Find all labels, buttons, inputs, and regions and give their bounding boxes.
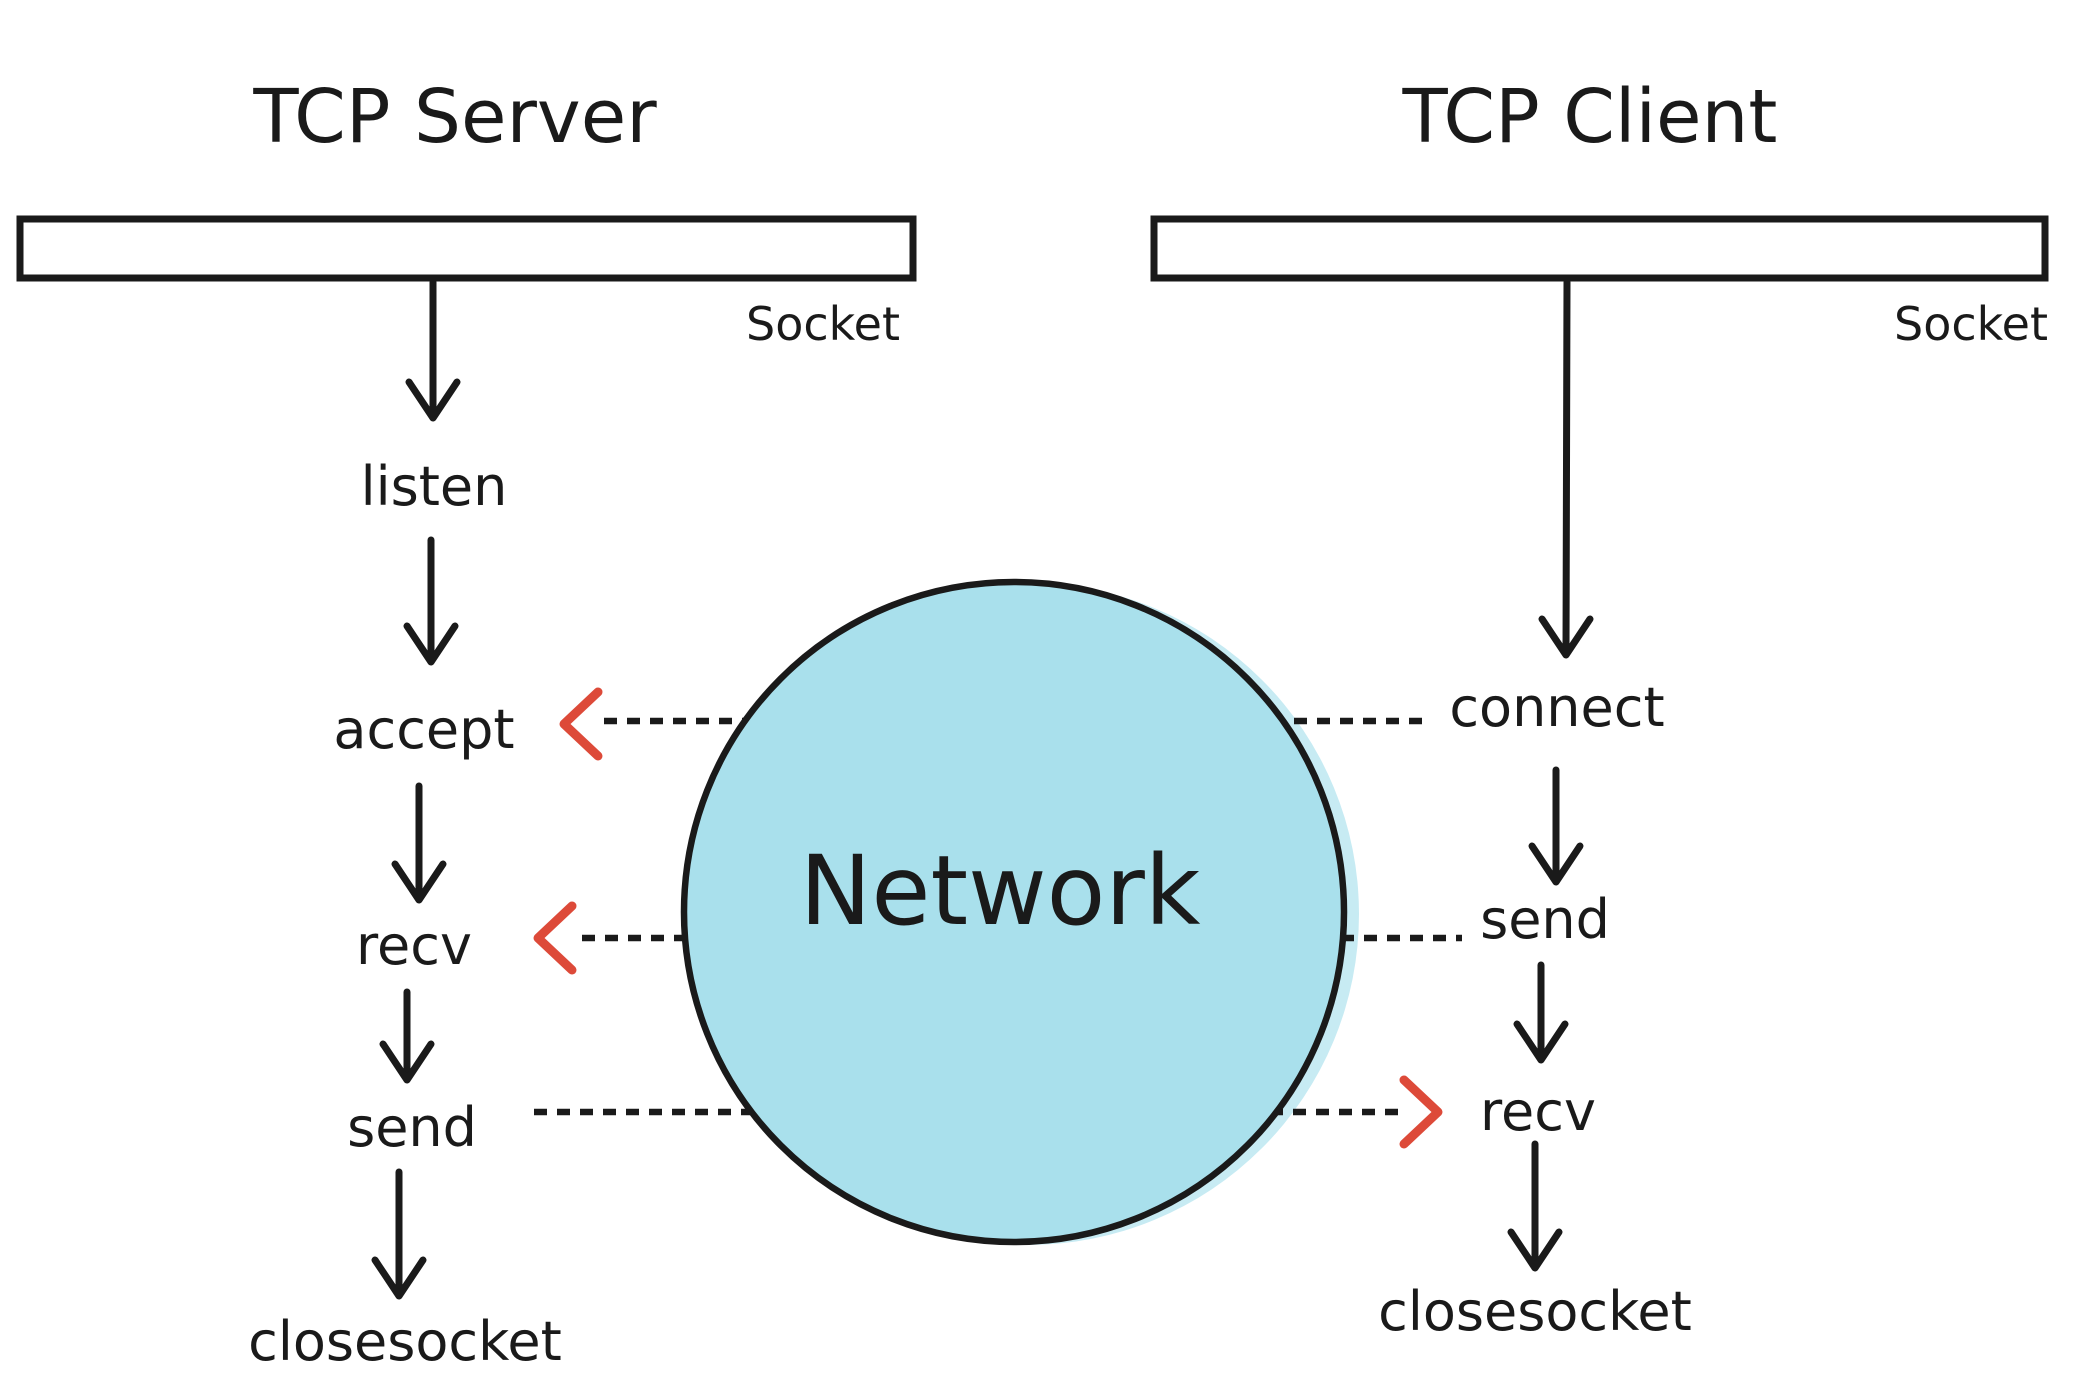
client-title: TCP Client (1402, 74, 1778, 160)
client-step-recv: recv (1480, 1080, 1596, 1143)
server-step-send: send (347, 1096, 477, 1159)
network-label: Network (800, 835, 1201, 947)
arrow-listen-to-accept (403, 536, 459, 666)
client-step-closesocket: closesocket (1378, 1280, 1692, 1343)
server-step-listen: listen (361, 455, 508, 518)
arrow-send-to-recv (1513, 961, 1569, 1064)
down-arrowhead-icon (405, 378, 461, 422)
client-step-send: send (1480, 888, 1610, 951)
server-step-recv: recv (356, 914, 472, 977)
down-arrowhead-icon (1538, 615, 1594, 659)
down-arrowhead-icon (1507, 1228, 1563, 1272)
red-right-arrowhead-recv-icon (1399, 1075, 1443, 1149)
arrow-recv-to-send (379, 988, 435, 1084)
client-socket-label: Socket (1894, 297, 2048, 351)
red-left-arrowhead-accept-icon (559, 687, 603, 761)
down-arrowhead-icon (379, 1040, 435, 1084)
arrow-server-socket-to-listen (405, 278, 461, 422)
down-arrowhead-icon (403, 622, 459, 666)
down-arrowhead-icon (1528, 842, 1584, 886)
arrow-client-socket-to-connect (1538, 278, 1594, 659)
down-arrowhead-icon (1513, 1020, 1569, 1064)
down-arrowhead-icon (371, 1256, 427, 1300)
server-socket-label: Socket (746, 297, 900, 351)
arrow-shaft (1562, 278, 1571, 655)
server-step-accept: accept (333, 698, 514, 761)
arrow-recv-to-closesocket (1507, 1140, 1563, 1272)
server-socket-bar (16, 215, 917, 282)
red-left-arrowhead-recv-icon (533, 901, 577, 975)
down-arrowhead-icon (391, 860, 447, 904)
arrow-send-to-closesocket (371, 1168, 427, 1300)
network-circle (680, 578, 1348, 1246)
server-title: TCP Server (252, 74, 657, 160)
arrow-accept-to-recv (391, 782, 447, 904)
client-step-connect: connect (1449, 676, 1664, 739)
arrow-connect-to-send (1528, 766, 1584, 886)
server-step-closesocket: closesocket (248, 1310, 562, 1373)
client-socket-bar (1150, 215, 2049, 282)
